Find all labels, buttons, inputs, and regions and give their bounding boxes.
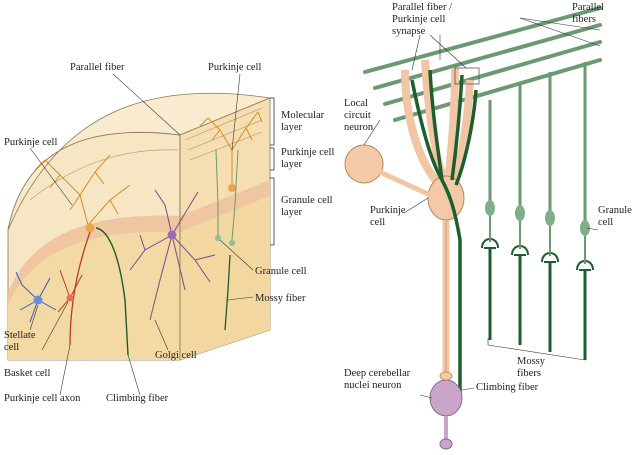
label-stellate-cell: Stellate cell — [4, 330, 36, 353]
purkinje-dendrites-left — [34, 154, 131, 226]
granule-cell-soma-2 — [229, 240, 235, 246]
granule-axons — [488, 62, 587, 225]
cortex-block — [7, 92, 272, 361]
layer-bracket — [270, 97, 275, 246]
local-circuit-neuron — [344, 144, 384, 184]
label-granule-cell-right: Granule cell — [598, 205, 632, 228]
granule-soma-3 — [545, 210, 555, 226]
stellate-cell-soma — [33, 295, 43, 305]
golgi-cell-soma — [167, 230, 177, 240]
label-climbing-fiber-right: Climbing fiber — [476, 382, 539, 393]
deep-nuclei-terminal — [439, 438, 453, 450]
label-mossy-fibers: Mossy fibers — [517, 356, 546, 379]
granule-dendrites-right — [489, 216, 586, 264]
climbing-fiber-right — [410, 69, 478, 395]
label-mossy-fiber: Mossy fiber — [255, 293, 306, 304]
golgi-cell-processes — [129, 189, 216, 321]
label-purkinje-cell-layer: Purkinje cell layer — [281, 147, 335, 170]
label-granule-cell-layer: Granule cell layer — [281, 195, 333, 218]
label-purkinje-cell-left: Purkinje cell — [4, 137, 58, 148]
purkinje-axon — [69, 231, 91, 346]
granule-soma-1 — [485, 200, 495, 216]
climbing-fiber-left — [95, 227, 129, 356]
granule-cell-processes — [215, 149, 239, 241]
label-golgi-cell: Golgi cell — [155, 350, 197, 361]
label-parallel-fibers: Parallel fibers — [572, 2, 605, 25]
label-parallel-fiber: Parallel fiber — [70, 62, 125, 73]
granule-soma-2 — [515, 205, 525, 221]
label-purkinje-cell-right: Purkinje cell — [370, 205, 406, 228]
mossy-rosettes — [481, 238, 594, 271]
deep-nuclei-neuron — [429, 379, 463, 417]
purkinje-soma-top — [228, 184, 236, 192]
granule-cell-soma-1 — [215, 235, 221, 241]
label-purkinje-cell-top: Purkinje cell — [208, 62, 262, 73]
label-granule-cell-left: Granule cell — [255, 266, 307, 277]
label-pf-purkinje-synapse: Parallel fiber / Purkinje cell synapse — [392, 2, 453, 37]
synapse-box — [454, 67, 480, 85]
granule-soma-4 — [580, 220, 590, 236]
parallel-fibers — [363, 6, 602, 122]
purkinje-soma-left — [85, 223, 95, 233]
mossy-fiber-left — [224, 254, 231, 331]
purkinje-dendrites-top — [199, 111, 263, 185]
basket-cell-soma — [66, 294, 74, 302]
mossy-fibers-right — [488, 248, 587, 360]
local-circuit-axon — [378, 169, 432, 198]
leader-lines-right — [363, 17, 601, 399]
label-basket-cell: Basket cell — [4, 368, 51, 379]
label-molecular-layer: Molecular layer — [281, 110, 325, 133]
purkinje-terminal — [439, 371, 453, 381]
label-purkinje-cell-axon: Purkinje cell axon — [4, 393, 81, 404]
label-climbing-fiber-left: Climbing fiber — [106, 393, 169, 404]
label-local-circuit-neuron: Local circuit neuron — [344, 98, 374, 133]
label-deep-cerebellar-nuclei-neuron: Deep cerebellar nuclei neuron — [344, 368, 411, 391]
leader-lines-left — [29, 73, 254, 396]
